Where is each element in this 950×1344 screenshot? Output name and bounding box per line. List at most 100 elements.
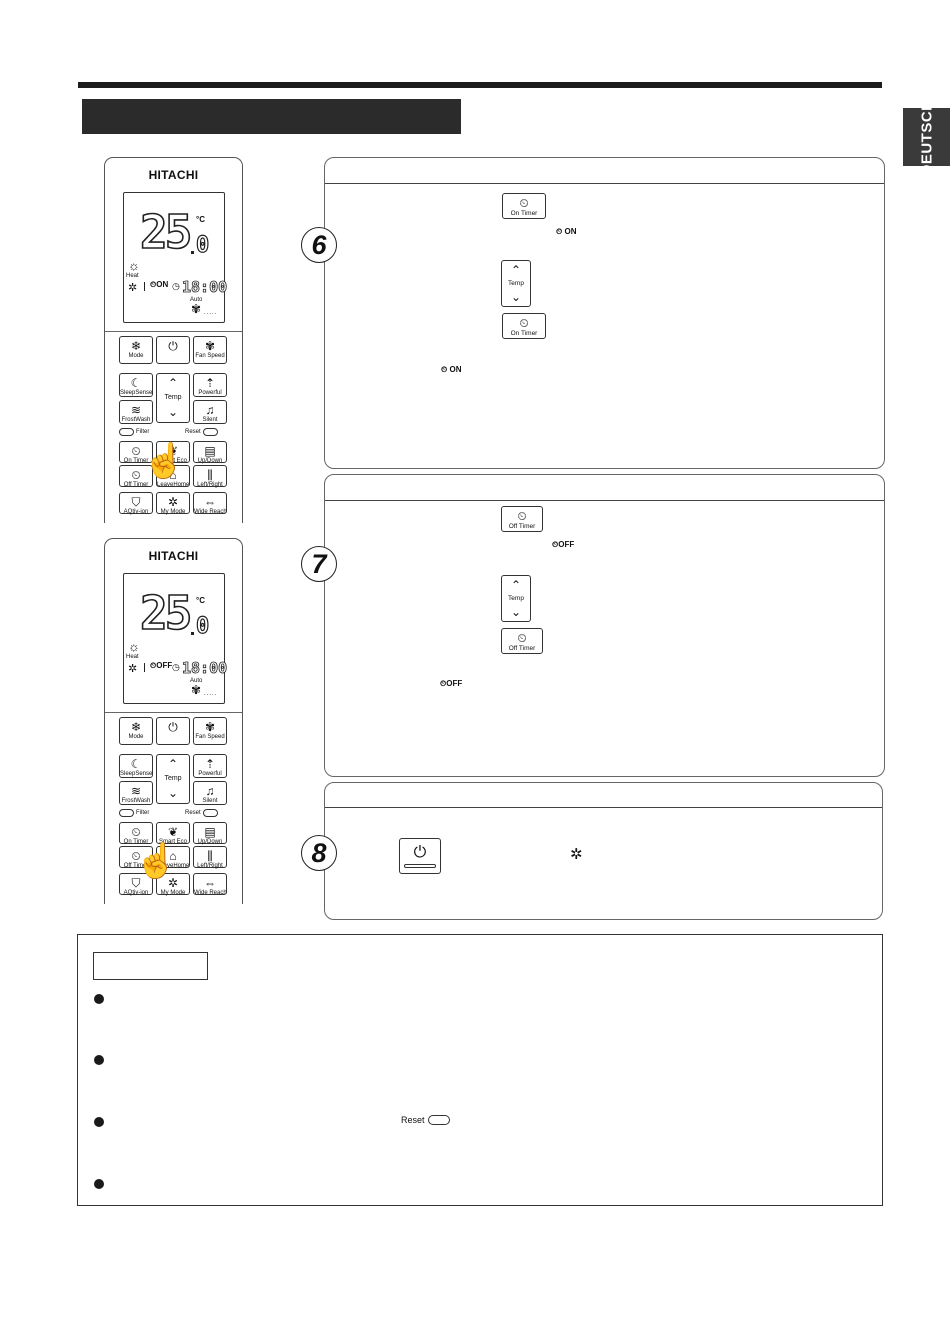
section-title-bar [82,99,461,134]
timer-icon: ⏲ [517,631,527,645]
fan-icon: ✾ [191,302,202,316]
display-fan-mode: Auto [190,678,203,684]
display-on-indicator: ON [156,280,169,289]
my-mode-button[interactable]: ✲My Mode [156,492,190,515]
wide-reach-button[interactable]: ⇔Wide Reach [193,873,227,896]
fan-icon: ✾ [204,339,216,353]
chevron-up-icon: ⌃ [510,578,522,592]
off-timer-button[interactable]: ⏲Off Timer [501,506,543,532]
bullet [94,994,104,1004]
mode-button[interactable]: ❄Mode [119,717,153,745]
step-7-panel [324,474,885,777]
on-timer-button[interactable]: ⏲On Timer [502,313,546,339]
reset-oval [202,809,218,817]
frostwash-icon: ≋ [130,403,142,417]
remote-divider [105,712,242,713]
power-button[interactable]: ⏻ [399,838,441,874]
remote-display: 25 °C 0 ☼ Heat ✲ ⏲OFF ◷ 18:00 Auto ✾ ...… [123,573,228,704]
temp-button[interactable]: ⌃Temp⌄ [501,575,531,622]
display-mode: Heat [126,273,139,279]
panel-header-rule [325,807,882,808]
reset-oval [202,428,218,436]
wide-reach-icon: ⇔ [204,495,216,509]
silent-icon: ♫ [205,403,215,417]
off-timer-button[interactable]: ⏲Off Timer [501,628,543,654]
power-button[interactable]: ⏻ [156,717,190,745]
display-temperature: 25 [139,586,193,640]
reset-button[interactable]: Reset [185,428,218,436]
timer-icon: ⏲ [131,468,141,482]
remote-control-2: HITACHI 25 °C 0 ☼ Heat ✲ ⏲OFF ◷ 18:00 Au… [104,538,243,904]
remote-brand: HITACHI [148,549,199,563]
up-down-button[interactable]: ▤Up/Down [193,822,227,845]
leavehome-button[interactable]: ⌂LeaveHome [156,465,190,488]
sleepsense-button[interactable]: ☾SleepSense [119,754,153,778]
leavehome-button[interactable]: ⌂LeaveHome [156,846,190,869]
fan-speed-button[interactable]: ✾Fan Speed [193,336,227,364]
display-unit: °C [196,596,205,605]
display-separator [144,663,145,672]
filter-oval [119,428,134,436]
smart-eco-button[interactable]: ❦Smart Eco [156,822,190,845]
aqtiv-ion-button[interactable]: ⛉AQtiv-ion [119,492,153,515]
temp-rocker[interactable]: ⌃Temp⌄ [156,754,190,804]
swing-icon: ▤ [204,444,216,458]
fan-person-icon: ✲ [128,282,138,294]
timer-icon: ⏲ [150,280,157,289]
frostwash-button[interactable]: ≋FrostWash [119,400,153,424]
silent-button[interactable]: ♫Silent [193,781,227,805]
off-timer-button[interactable]: ⏲Off Timer [119,846,153,869]
smart-eco-button[interactable]: ❦Smart Eco [156,441,190,464]
display-separator [144,282,145,291]
remote-display: 25 °C 0 ☼ Heat ✲ ⏲ON ◷ 18:00 Auto ✾ ....… [123,192,228,323]
sun-icon: ☼ [128,258,140,273]
step-number: 8 [301,835,337,871]
up-down-button[interactable]: ▤Up/Down [193,441,227,464]
timer-icon: ⏲ [131,825,141,839]
timer-icon: ⏲ [517,509,527,523]
display-timer-indicator: ⏲ON [150,280,168,290]
frostwash-button[interactable]: ≋FrostWash [119,781,153,805]
temp-button[interactable]: ⌃Temp⌄ [501,260,531,307]
silent-button[interactable]: ♫Silent [193,400,227,424]
timer-icon: ⏲ [519,316,529,330]
filter-button[interactable]: Filter [119,428,149,436]
sleepsense-button[interactable]: ☾SleepSense [119,373,153,397]
snowflake-sun-icon: ❄ [130,720,142,734]
chevron-down-icon: ⌄ [167,786,179,800]
powerful-button[interactable]: ⇡Powerful [193,754,227,778]
my-mode-button[interactable]: ✲My Mode [156,873,190,896]
remote-control-1: HITACHI 25 °C 0 ☼ Heat ✲ ⏲ON ◷ 18:00 Aut… [104,157,243,523]
ion-icon: ⛉ [131,495,141,509]
mode-button[interactable]: ❄Mode [119,336,153,364]
temp-rocker[interactable]: ⌃Temp⌄ [156,373,190,423]
remote-brand: HITACHI [148,168,199,182]
off-timer-button[interactable]: ⏲Off Timer [119,465,153,488]
sun-icon: ☼ [128,639,140,654]
wide-reach-button[interactable]: ⇔Wide Reach [193,492,227,515]
power-button[interactable]: ⏻ [156,336,190,364]
reset-button[interactable]: Reset [401,1115,450,1125]
powerful-icon: ⇡ [204,757,216,771]
fan-speed-button[interactable]: ✾Fan Speed [193,717,227,745]
remote-divider [105,331,242,332]
timer-icon: ⏲ [131,444,141,458]
pointing-hand-icon: ☝ [143,442,186,480]
left-right-button[interactable]: ⫼Left/Right [193,465,227,488]
on-timer-button[interactable]: ⏲On Timer [502,193,546,219]
panel-header-rule [325,500,884,501]
power-icon: ⏻ [413,844,427,861]
home-icon: ⌂ [169,849,177,863]
step-6-panel [324,157,885,469]
left-right-button[interactable]: ⫼Left/Right [193,846,227,869]
decimal-point [191,251,194,254]
powerful-button[interactable]: ⇡Powerful [193,373,227,397]
reset-button[interactable]: Reset [185,809,218,817]
aqtiv-ion-button[interactable]: ⛉AQtiv-ion [119,873,153,896]
filter-button[interactable]: Filter [119,809,149,817]
clock-icon: ◷ [172,662,180,672]
on-timer-button[interactable]: ⏲On Timer [119,441,153,464]
wide-reach-icon: ⇔ [204,876,216,890]
display-off-indicator: OFF [156,661,173,670]
on-timer-button[interactable]: ⏲On Timer [119,822,153,845]
